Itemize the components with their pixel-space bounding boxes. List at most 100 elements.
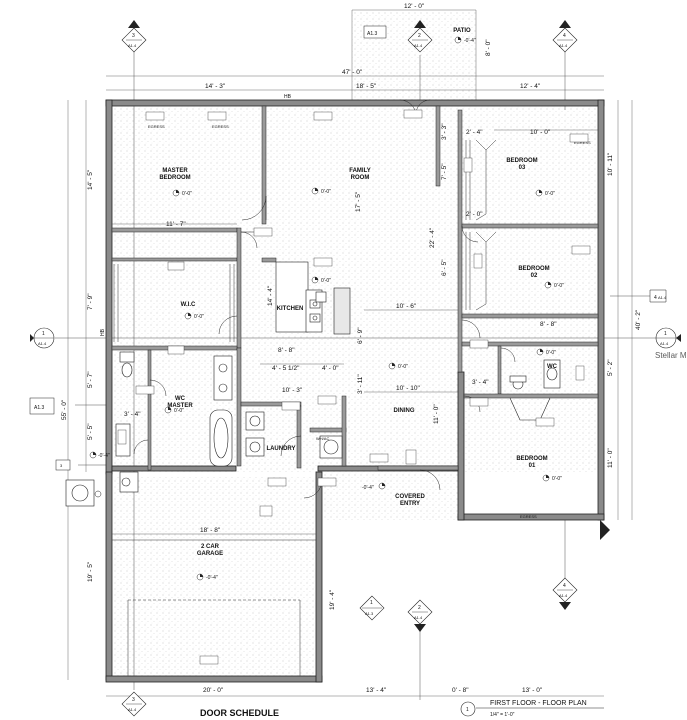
svg-text:2' - 4": 2' - 4"	[466, 129, 483, 136]
svg-text:EGRESS: EGRESS	[212, 124, 229, 129]
svg-text:22' - 4": 22' - 4"	[429, 227, 436, 248]
svg-text:7' - 5": 7' - 5"	[441, 163, 448, 180]
svg-text:0'-0": 0'-0"	[174, 408, 184, 414]
svg-text:11' - 0": 11' - 0"	[607, 448, 614, 468]
elev-marker: 0'-0"	[542, 474, 562, 482]
elev-marker: 0'-0"	[535, 189, 555, 197]
svg-text:13' - 4": 13' - 4"	[366, 687, 387, 694]
svg-text:10' - 11": 10' - 11"	[607, 152, 614, 176]
svg-text:4: 4	[563, 33, 566, 39]
svg-text:5' - 5": 5' - 5"	[87, 423, 94, 440]
elev-marker: -0'-4"	[196, 573, 218, 581]
svg-text:47' - 0": 47' - 0"	[342, 69, 363, 76]
section-marker-bottom-a13: 1A1.3	[359, 595, 385, 621]
svg-text:A1.3: A1.3	[367, 31, 378, 37]
svg-text:WH/AC: WH/AC	[316, 436, 329, 441]
section-marker-right: 1A1.4	[655, 327, 681, 349]
svg-text:EGRESS: EGRESS	[520, 514, 537, 519]
svg-text:6' - 5": 6' - 5"	[441, 259, 448, 276]
svg-text:10' - 3": 10' - 3"	[282, 387, 303, 394]
elev-marker: 0'-0"	[184, 312, 204, 320]
room-laundry: LAUNDRY	[266, 446, 295, 452]
svg-text:1: 1	[42, 331, 45, 337]
room-dining: DINING	[394, 408, 415, 414]
section-marker-top-left: 3A1.4	[121, 20, 147, 53]
section-markers: 3A1.4 2A1.4 4A1.4 A1.3 1A1.4 1A1.4 A1.3 …	[29, 20, 681, 717]
svg-text:18' - 8": 18' - 8"	[200, 527, 221, 534]
section-marker-bottom-left: 3A1.4	[121, 691, 147, 717]
svg-text:14' - 5": 14' - 5"	[87, 169, 94, 190]
svg-text:18' - 5": 18' - 5"	[356, 83, 377, 90]
svg-text:1: 1	[664, 331, 667, 337]
misc-labels: HB EGRESS EGRESS EGRESS EGRESS WH/AC HB	[100, 94, 591, 519]
svg-text:EGRESS: EGRESS	[148, 124, 165, 129]
svg-text:A1.4: A1.4	[559, 593, 568, 598]
svg-text:8' - 0": 8' - 0"	[485, 39, 492, 56]
room-wc: WC	[547, 364, 558, 370]
svg-text:10' - 10": 10' - 10"	[396, 385, 420, 392]
svg-text:19' - 4": 19' - 4"	[329, 589, 336, 610]
svg-text:3' - 4": 3' - 4"	[124, 411, 141, 418]
svg-text:1/4" = 1'-0": 1/4" = 1'-0"	[490, 712, 515, 718]
svg-text:0'-0": 0'-0"	[321, 189, 331, 195]
svg-text:A1.4: A1.4	[128, 43, 137, 48]
svg-text:10' - 0": 10' - 0"	[530, 129, 551, 136]
title-block: 1 FIRST FLOOR - FLOOR PLAN 1/4" = 1'-0"	[460, 700, 604, 718]
svg-text:12' - 4": 12' - 4"	[520, 83, 541, 90]
svg-text:4: 4	[654, 295, 657, 301]
svg-text:14' - 3": 14' - 3"	[205, 83, 226, 90]
dimension-lines	[67, 9, 633, 697]
section-marker-patio: A1.3	[363, 25, 387, 39]
svg-text:6' - 9": 6' - 9"	[357, 327, 364, 344]
svg-text:A1.4: A1.4	[660, 341, 669, 346]
watermark-logo: Stellar MLS	[655, 351, 687, 360]
svg-text:A1.4: A1.4	[658, 295, 667, 300]
svg-text:3' - 11": 3' - 11"	[357, 374, 364, 394]
svg-text:3: 3	[132, 697, 135, 703]
svg-text:-0'-4": -0'-4"	[206, 575, 218, 581]
svg-text:8' - 8": 8' - 8"	[278, 347, 295, 354]
svg-text:17' - 5": 17' - 5"	[355, 191, 362, 212]
svg-text:4' - 5 1/2": 4' - 5 1/2"	[272, 365, 300, 372]
svg-text:5' - 2": 5' - 2"	[607, 359, 614, 376]
svg-text:A1.4: A1.4	[559, 43, 568, 48]
svg-text:2: 2	[418, 33, 421, 39]
svg-text:0' - 8": 0' - 8"	[452, 687, 469, 694]
bath-fixtures	[115, 351, 561, 493]
svg-text:3' - 4": 3' - 4"	[472, 379, 489, 386]
elev-marker: 0'-0"	[536, 348, 556, 356]
elev-marker: 0'-0"	[164, 406, 184, 414]
svg-text:0'-0": 0'-0"	[546, 350, 556, 356]
svg-text:A1.4: A1.4	[38, 341, 47, 346]
svg-text:5' - 7": 5' - 7"	[87, 371, 94, 388]
svg-text:19' - 5": 19' - 5"	[87, 561, 94, 582]
svg-text:8' - 8": 8' - 8"	[540, 321, 557, 328]
svg-text:7' - 9": 7' - 9"	[87, 293, 94, 310]
section-marker-top-mid: 2A1.4	[407, 20, 433, 53]
svg-text:HB: HB	[100, 328, 106, 336]
elev-marker: 0'-0"	[388, 362, 408, 370]
garage-door	[112, 539, 316, 676]
svg-text:3' - 3": 3' - 3"	[441, 123, 448, 140]
svg-text:40' - 2": 40' - 2"	[635, 309, 642, 330]
svg-text:HB: HB	[284, 94, 292, 100]
section-marker-left-a13: A1.3	[29, 397, 55, 415]
section-marker-top-right: 4A1.4	[552, 20, 578, 53]
room-kitchen: KITCHEN	[277, 306, 304, 312]
marker-triangle	[600, 520, 610, 540]
elev-marker: -0'-4"	[362, 482, 386, 491]
window-tags	[117, 109, 591, 665]
svg-text:55' - 0": 55' - 0"	[61, 399, 68, 420]
door-schedule-heading: DOOR SCHEDULE	[200, 708, 279, 718]
svg-text:0'-0": 0'-0"	[554, 283, 564, 289]
svg-text:12' - 0": 12' - 0"	[404, 3, 425, 10]
svg-text:2' - 0": 2' - 0"	[466, 211, 483, 218]
svg-text:FIRST FLOOR - FLOOR PLAN: FIRST FLOOR - FLOOR PLAN	[490, 700, 587, 707]
elevation-markers: 0'-0" 0'-0" 0'-0" 0'-0" 0'-0" 0'-0" 0'-0…	[89, 36, 564, 581]
